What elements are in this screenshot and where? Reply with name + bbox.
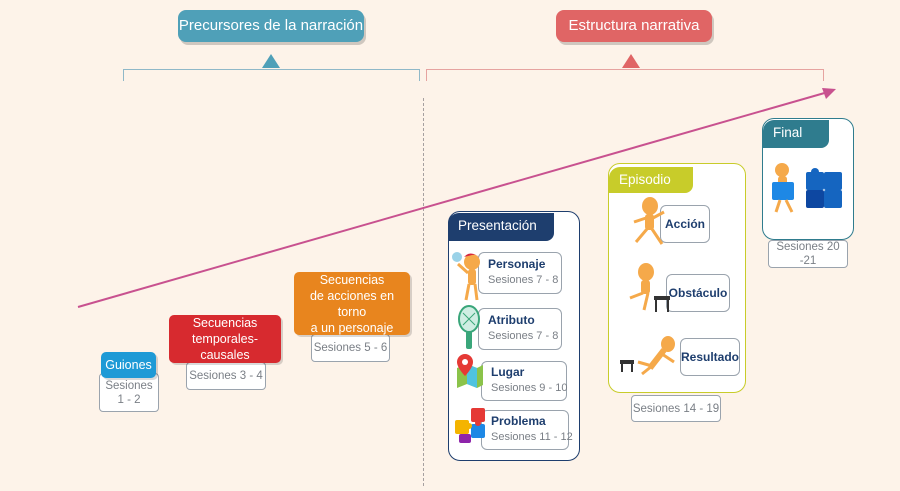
- structure-header: Estructura narrativa: [556, 10, 712, 42]
- puzzle-completion-icon: [772, 163, 842, 213]
- item-personaje-title: Personaje: [488, 257, 546, 271]
- item-problema-sessions: Sesiones 11 - 12: [491, 431, 573, 443]
- racket-icon: [458, 305, 480, 349]
- running-figure-icon: [633, 197, 665, 245]
- fallen-figure-icon: [620, 336, 675, 376]
- item-atributo-sessions: Sesiones 7 - 8: [488, 330, 559, 342]
- precursors-bracket: [123, 69, 420, 82]
- episode-obstaculo: Obstáculo: [666, 274, 730, 312]
- structure-bracket: [426, 69, 824, 82]
- item-lugar-title: Lugar: [491, 365, 525, 379]
- final-sessions: Sesiones 20 -21: [768, 240, 848, 268]
- item-lugar-sessions: Sesiones 9 - 10: [491, 382, 568, 394]
- item-atributo: [478, 308, 562, 350]
- stage-temporales-sessions: Sesiones 3 - 4: [186, 362, 266, 390]
- item-lugar: [481, 361, 567, 401]
- episode-accion: Acción: [660, 205, 710, 243]
- episode-sessions: Sesiones 14 - 19: [631, 395, 721, 422]
- stage-acciones-sessions: Sesiones 5 - 6: [311, 334, 390, 362]
- episode-resultado: Resultado: [680, 338, 740, 376]
- map-pin-icon: [457, 354, 483, 388]
- precursors-pointer: [262, 54, 280, 68]
- puzzle-icon: [455, 408, 485, 443]
- structure-pointer: [622, 54, 640, 68]
- item-personaje-sessions: Sesiones 7 - 8: [488, 274, 559, 286]
- item-personaje: [478, 252, 562, 294]
- item-atributo-title: Atributo: [488, 313, 535, 327]
- character-icon: [452, 252, 480, 301]
- item-problema-title: Problema: [491, 414, 546, 428]
- item-problema: [481, 410, 569, 450]
- stage-acciones: Secuencias de acciones en torno a un per…: [294, 272, 410, 335]
- stage-guiones-sessions: Sesiones 1 - 2: [99, 373, 159, 412]
- hurdle-figure-icon: [629, 263, 670, 312]
- presentation-title: Presentación: [448, 213, 554, 241]
- section-divider: [423, 98, 424, 486]
- stage-guiones: Guiones: [101, 352, 156, 378]
- precursors-header: Precursores de la narración: [178, 10, 364, 42]
- episode-title: Episodio: [609, 167, 693, 193]
- stage-temporales: Secuencias temporales-causales: [169, 315, 281, 363]
- final-title: Final: [763, 120, 829, 148]
